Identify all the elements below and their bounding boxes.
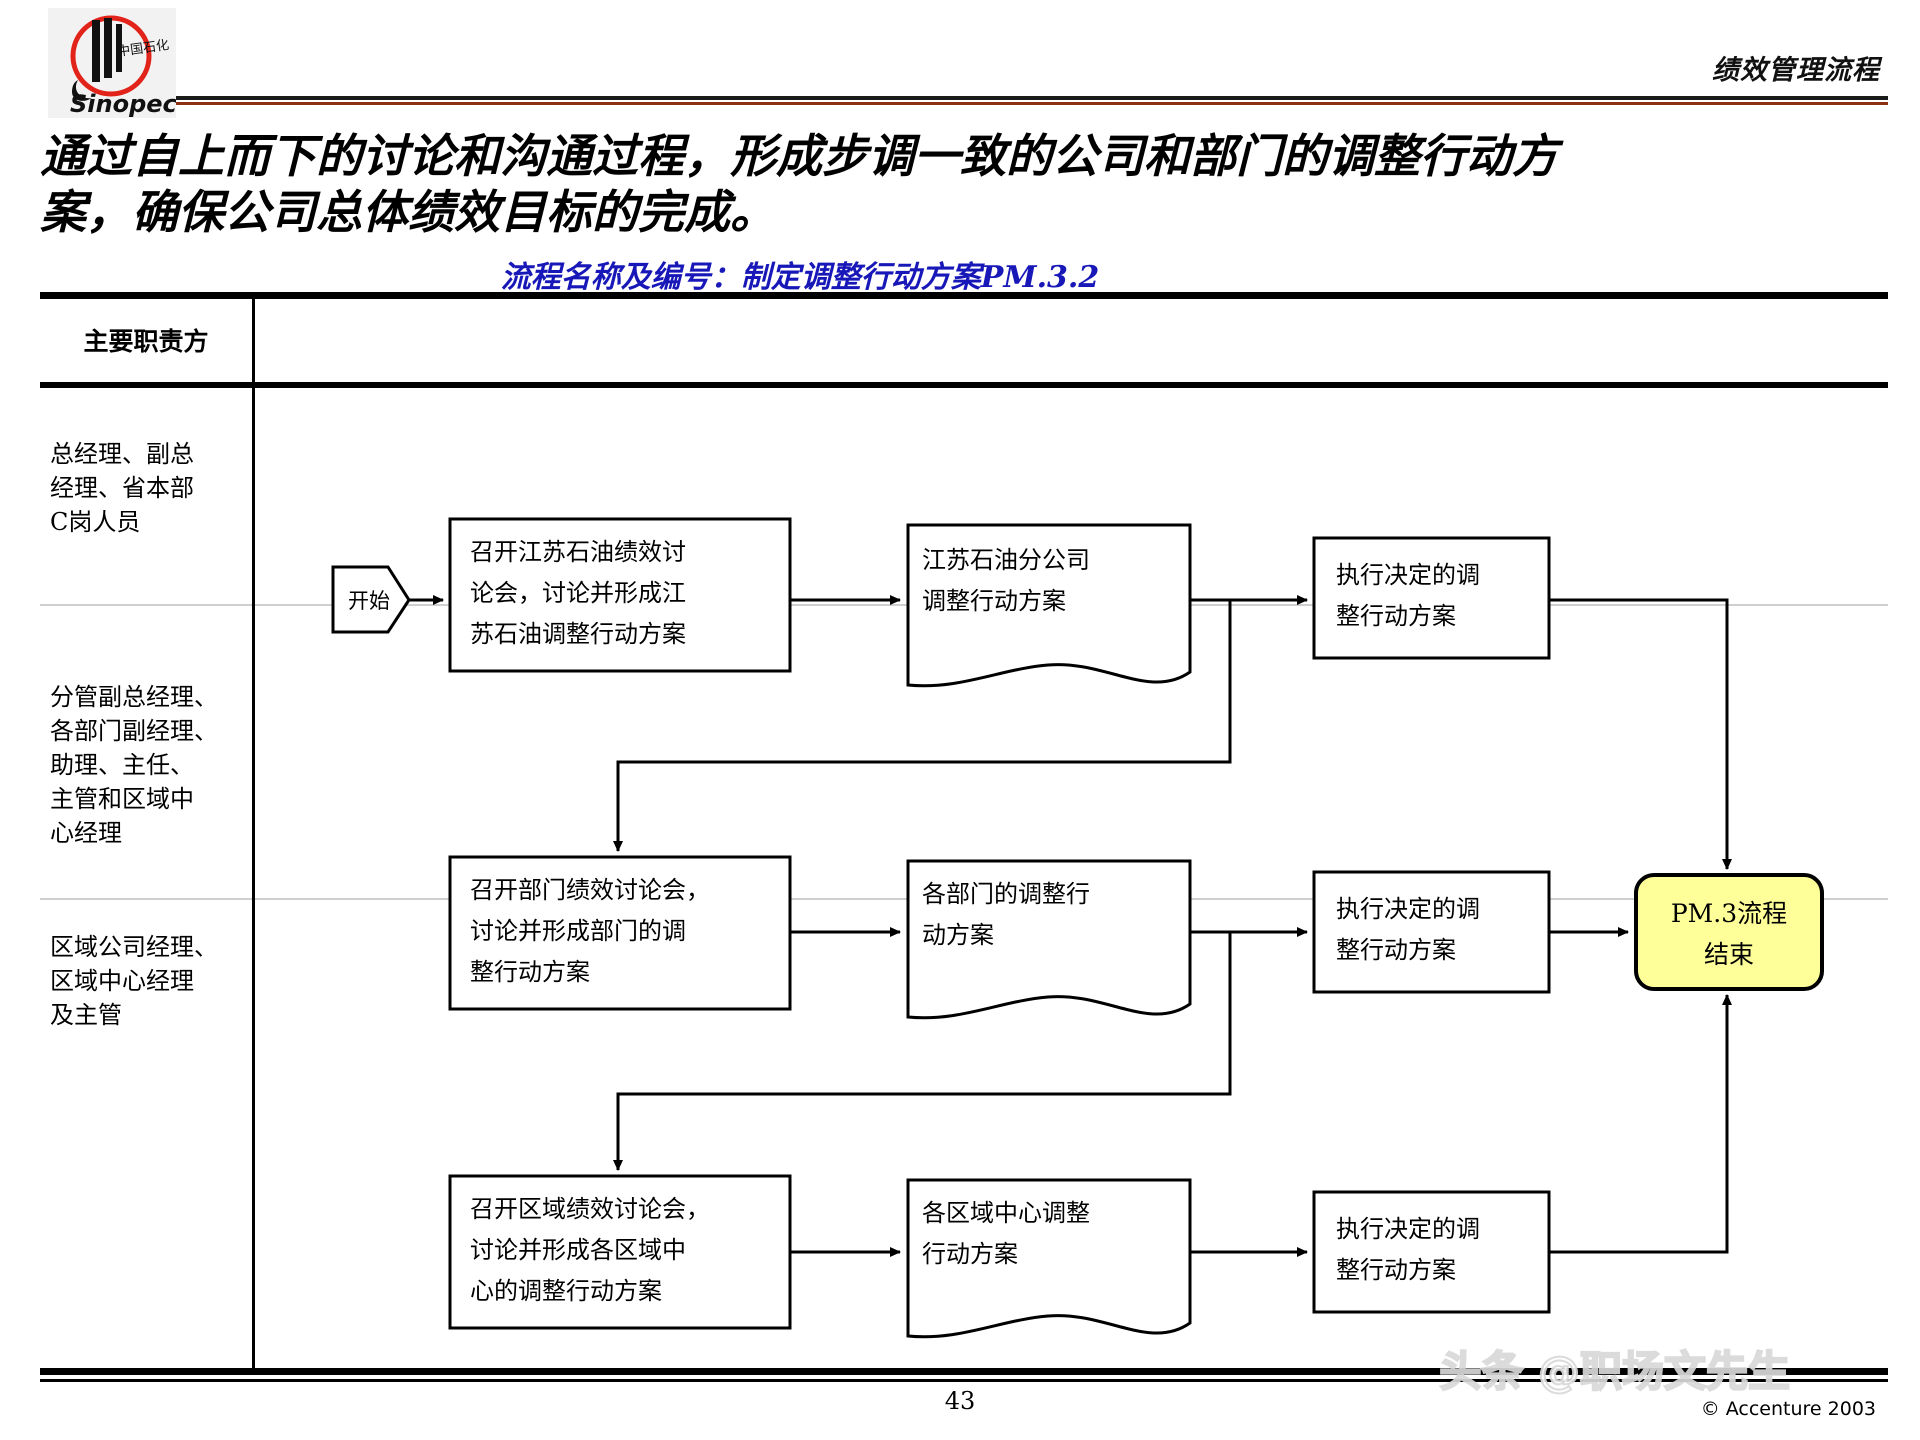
execute-box-row3-line1: 执行决定的调: [1336, 1215, 1480, 1243]
document-row2-line2: 动方案: [922, 921, 994, 949]
header-rule: [176, 96, 1888, 108]
swimlane-column-divider: [252, 299, 255, 1368]
execute-box-row2-line2: 整行动方案: [1336, 936, 1456, 964]
swimlane-bottom-rule-2: [40, 1379, 1888, 1382]
process-box-row1: [448, 517, 792, 673]
document-row1-line1: 江苏石油分公司: [922, 546, 1090, 574]
process-box-row1-line3: 苏石油调整行动方案: [470, 620, 686, 648]
execute-box-row3-line2: 整行动方案: [1336, 1256, 1456, 1284]
process-box-row2-line3: 整行动方案: [470, 958, 590, 986]
swimlane-header-label: 主要职责方: [83, 327, 209, 356]
swimlane-bottom-rule: [40, 1368, 1888, 1375]
page-number: 43: [944, 1387, 976, 1415]
process-box-row3: [448, 1174, 792, 1330]
end-node-shape: [1634, 873, 1824, 991]
process-box-row2-line1: 召开部门绩效讨论会，: [470, 876, 710, 904]
copyright-notice: © Accenture 2003: [1700, 1398, 1876, 1420]
page-title: 通过自上而下的讨论和沟通过程，形成步调一致的公司和部门的调整行动方案，确保公司总…: [40, 129, 1558, 239]
swimlane-top-rule: [40, 292, 1888, 299]
document-row3-line2: 行动方案: [922, 1240, 1018, 1268]
header-rule-red: [176, 102, 1888, 105]
document-row1-line2: 调整行动方案: [922, 587, 1066, 615]
execute-box-row1-line2: 整行动方案: [1336, 602, 1456, 630]
swimlane-label-2-text: 分管副总经理、 各部门副经理、 助理、主任、 主管和区域中 心经理: [50, 683, 218, 847]
start-node-shape: [331, 565, 411, 634]
document-shape-row1: [906, 523, 1192, 688]
start-node-label: 开始: [348, 589, 390, 613]
document-shape-row2: [906, 859, 1192, 1020]
end-node-line1: PM.3流程: [1671, 899, 1787, 928]
swimlane-label-1: 总经理、副总 经理、省本部 C岗人员: [50, 437, 250, 539]
end-node-line2: 结束: [1704, 940, 1754, 969]
header-rule-dark: [176, 96, 1888, 100]
edge-e1-to-end: [1549, 598, 1732, 870]
svg-text:Sinopec: Sinopec: [70, 90, 176, 118]
swimlane-header-rule: [40, 382, 1888, 388]
document-shape-row3: [906, 1178, 1192, 1339]
execute-box-row1-line1: 执行决定的调: [1336, 561, 1480, 589]
process-box-row3-line2: 讨论并形成各区域中: [470, 1236, 686, 1264]
sinopec-logo: 中国石化 Sinopec: [48, 8, 176, 118]
execute-box-row2-line1: 执行决定的调: [1336, 895, 1480, 923]
process-box-row3-line1: 召开区域绩效讨论会，: [470, 1195, 710, 1223]
execute-box-row1: [1312, 536, 1551, 660]
swimlane-label-1-text: 总经理、副总 经理、省本部 C岗人员: [50, 440, 194, 536]
header-right-title: 绩效管理流程: [1712, 55, 1880, 86]
edge-e3-to-end: [1549, 994, 1732, 1254]
execute-box-row3: [1312, 1190, 1551, 1314]
swimlane-label-3: 区域公司经理、 区域中心经理 及主管: [50, 930, 250, 1032]
edge-d1-down-to-p2: [613, 600, 1232, 852]
document-row3-line1: 各区域中心调整: [922, 1199, 1090, 1227]
edge-d2-down-to-p3: [613, 932, 1232, 1171]
process-box-row3-line3: 心的调整行动方案: [470, 1277, 662, 1305]
execute-box-row2: [1312, 870, 1551, 994]
process-box-row2-line2: 讨论并形成部门的调: [470, 917, 686, 945]
process-name-subtitle: 流程名称及编号：制定调整行动方案PM.3.2: [500, 260, 1100, 295]
process-box-row2: [448, 855, 792, 1011]
swimlane-label-2: 分管副总经理、 各部门副经理、 助理、主任、 主管和区域中 心经理: [50, 680, 250, 850]
process-box-row1-line1: 召开江苏石油绩效讨: [470, 538, 686, 566]
document-row2-line1: 各部门的调整行: [922, 880, 1090, 908]
swimlane-label-3-text: 区域公司经理、 区域中心经理 及主管: [50, 933, 218, 1029]
process-box-row1-line2: 论会，讨论并形成江: [470, 579, 686, 607]
svg-text:中国石化: 中国石化: [116, 38, 170, 60]
